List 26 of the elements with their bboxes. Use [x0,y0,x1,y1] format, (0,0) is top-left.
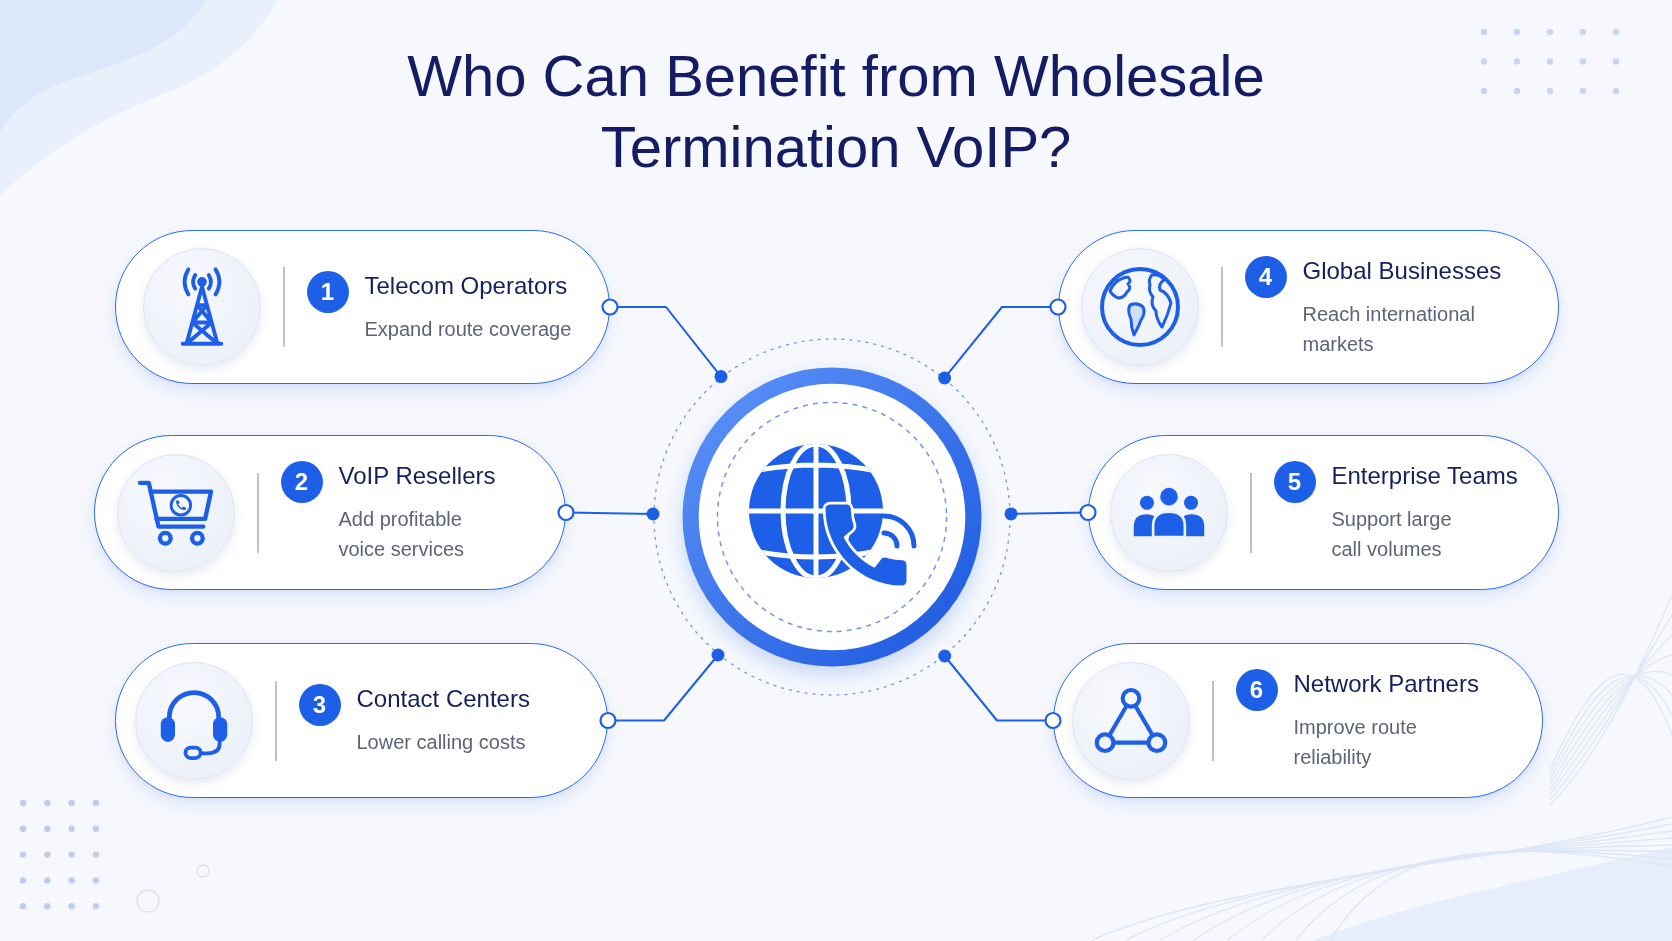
card-title: Telecom Operators [364,270,569,301]
connector-line [599,648,725,730]
step-number: 3 [298,684,341,726]
connector-line [938,298,1067,385]
connector-line [557,503,660,522]
step-number: 5 [1273,461,1316,503]
hub-circle [653,338,1011,696]
card-description: Lower calling costs [356,730,527,755]
card-title: Enterprise Teams [1331,461,1518,491]
card-title: Global Businesses [1302,255,1503,286]
card-title: Network Partners [1293,669,1479,699]
step-number: 2 [280,461,323,503]
card-description: Support large call volumes [1331,507,1453,562]
connector-line [938,649,1062,730]
diagram-title: Who Can Benefit from Wholesale Termination VoIP? [406,42,1266,181]
step-number: 1 [306,270,349,313]
step-number: 4 [1244,255,1287,298]
card-title: Contact Centers [356,684,530,714]
connector-line [1004,503,1097,522]
card-description: Improve route reliability [1293,715,1418,770]
card-description: Reach international markets [1302,301,1476,357]
card-title: VoIP Resellers [338,461,496,491]
card-description: Expand route coverage [364,316,572,342]
card-description: Add profitable voice services [338,507,466,562]
step-number: 6 [1235,669,1278,711]
connector-line [601,298,728,384]
